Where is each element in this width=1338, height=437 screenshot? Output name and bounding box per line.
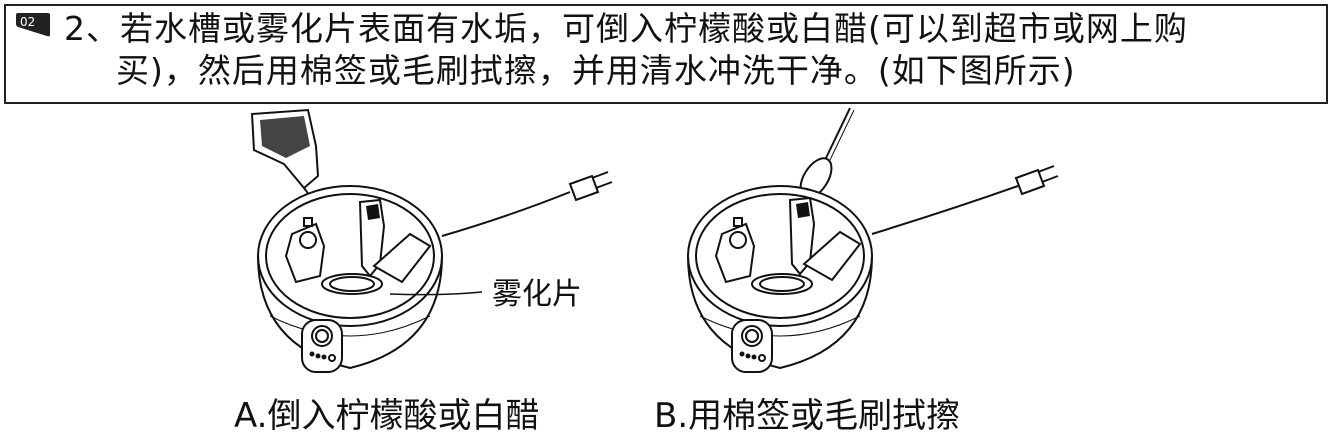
caption-b: B.用棉签或毛刷拭擦 <box>654 396 961 436</box>
step-badge-number: 02 <box>20 15 35 29</box>
step-text-line-2: 买)，然后用棉签或毛刷拭擦，并用清水冲洗干净。(如下图所示) <box>116 51 1076 90</box>
step-badge: 02 <box>14 11 52 39</box>
step-text-line-1: 2、若水槽或雾化片表面有水垢，可倒入柠檬酸或白醋(可以到超市或网上购 <box>64 9 1188 48</box>
callout-line <box>389 291 483 296</box>
instruction-box: 02 2、若水槽或雾化片表面有水垢，可倒入柠檬酸或白醋(可以到超市或网上购 买)… <box>4 4 1328 104</box>
humidifier-illustration-b <box>687 165 1059 373</box>
step-text: 2、若水槽或雾化片表面有水垢，可倒入柠檬酸或白醋(可以到超市或网上购 买)，然后… <box>64 8 1314 92</box>
callout-atomizer-label: 雾化片 <box>492 277 582 312</box>
figure-b-wiping <box>650 106 1070 396</box>
humidifier-illustration-a <box>257 171 613 373</box>
caption-a: A.倒入柠檬酸或白醋 <box>234 396 540 436</box>
figure-a-pouring <box>220 106 620 396</box>
cotton-swab-illustration <box>799 107 855 199</box>
